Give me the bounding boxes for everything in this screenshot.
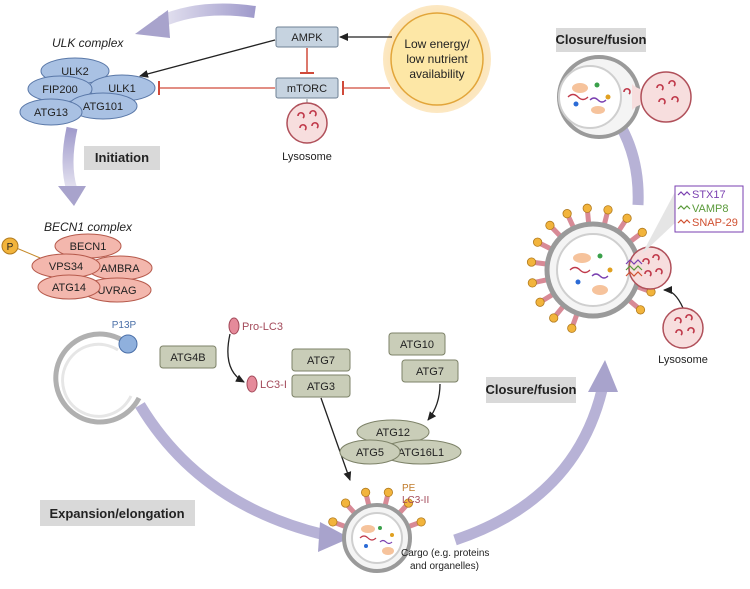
autophagosome-pe-head: [361, 488, 369, 496]
stx17-label: STX17: [692, 189, 726, 201]
vps34-label: VPS34: [49, 261, 83, 273]
lysosome-top-label: Lysosome: [282, 151, 332, 163]
lysosome-top: [287, 103, 327, 143]
fusion-pe-head: [583, 204, 591, 212]
atg12-label: ATG12: [376, 427, 410, 439]
ulk-complex: ULK complex ULK2 ULK1 FIP200 ATG101 ATG1…: [20, 36, 155, 125]
phospho-label: P: [7, 242, 14, 253]
cycle-arrow-closure-head: [588, 360, 618, 392]
fusion-pe-head: [636, 306, 644, 314]
atg5-label: ATG5: [356, 447, 384, 459]
becn1-label: BECN1: [70, 241, 107, 253]
pro-lc3-shape: [229, 318, 239, 334]
atg16l1-label: ATG16L1: [398, 447, 444, 459]
fusion-pe-head: [550, 314, 558, 322]
fusion-autophagosome-inner: [557, 234, 629, 306]
lc3-i-shape: [247, 376, 257, 392]
stimulus-line2: low nutrient: [406, 52, 468, 66]
lysosome-right-label: Lysosome: [658, 354, 708, 366]
fusion-pe-head: [546, 221, 554, 229]
pe-label: PE: [402, 483, 416, 494]
expansion-label: Expansion/elongation: [49, 506, 184, 521]
cargo-line1: Cargo (e.g. proteins: [401, 548, 489, 559]
atg3-to-lc3-ii-arrow: [321, 398, 350, 480]
pro-lc3-to-lc3-i-arrow: [228, 334, 244, 382]
atg13-label: ATG13: [34, 107, 68, 119]
cargo-line2: and organelles): [410, 561, 479, 572]
snare-callout-pointer: [642, 190, 676, 254]
lc3-ii-label: LC3-II: [402, 495, 429, 506]
closure-top-label: Closure/fusion: [555, 32, 646, 47]
ampk-label: AMPK: [291, 32, 323, 44]
atg4b-label: ATG4B: [170, 352, 205, 364]
signaling: AMPK mTORC Low energy/ low nutrient avai…: [140, 5, 491, 163]
mtorc-label: mTORC: [287, 83, 327, 95]
fusion-pe-head: [604, 206, 612, 214]
stimulus-line3: availability: [409, 67, 464, 81]
autolysosome: [559, 57, 691, 137]
autophagosome-pe-head: [384, 488, 392, 496]
ambra-label: AMBRA: [100, 263, 140, 275]
autolysosome-lysosome-part: [641, 72, 691, 122]
lysosome-right: [663, 308, 703, 348]
becn1-complex-title: BECN1 complex: [44, 220, 133, 234]
cycle-arrow-fusion: [620, 125, 638, 205]
closure-mid-label: Closure/fusion: [485, 382, 576, 397]
lc3-conjugation: Pro-LC3 ATG4B LC3-I ATG7 ATG3: [160, 318, 350, 480]
pro-lc3-label: Pro-LC3: [242, 321, 283, 333]
p13p-label: P13P: [112, 320, 137, 331]
cycle-arrow-top-head: [135, 10, 170, 38]
autophagosome-pe-head: [341, 499, 349, 507]
atg12-conjugation: ATG10 ATG7 ATG12 ATG16L1 ATG5: [340, 333, 461, 464]
autophagosome: PE LC3-II Cargo (e.g. proteins and organ…: [329, 483, 490, 572]
initiation-label: Initiation: [95, 150, 149, 165]
autophagosome-inner: [352, 513, 402, 563]
cycle-arrow-closure: [455, 390, 602, 540]
fip200-label: FIP200: [42, 84, 77, 96]
cycle-arrow-top: [160, 10, 255, 22]
fusion-pe-head: [536, 298, 544, 306]
lysosome-to-fusion-arrow: [664, 290, 683, 308]
snap29-label: SNAP-29: [692, 217, 738, 229]
fusion-pe-head: [533, 238, 541, 246]
cycle-arrow-initiation: [68, 128, 72, 190]
atg7-b-label: ATG7: [416, 366, 444, 378]
stimulus-line1: Low energy/: [404, 37, 470, 51]
atg3-label: ATG3: [307, 381, 335, 393]
atg10-label: ATG10: [400, 339, 434, 351]
fusion-pe-head: [568, 324, 576, 332]
vamp8-label: VAMP8: [692, 203, 728, 215]
fusion-pe-head: [527, 258, 535, 266]
phagophore-membrane-inner: [63, 344, 131, 416]
phagophore: P13P: [56, 320, 139, 422]
fusion-pe-head: [623, 214, 631, 222]
ulk-complex-title: ULK complex: [52, 36, 124, 50]
p13p-circle: [119, 335, 137, 353]
ampk-ulk-arrow: [140, 40, 275, 76]
atg7-to-atg12-arrow: [428, 384, 440, 420]
atg101-label: ATG101: [83, 101, 123, 113]
lc3-i-label: LC3-I: [260, 379, 287, 391]
fusion-pe-head: [638, 228, 646, 236]
cycle-arrow-initiation-head: [58, 186, 86, 206]
atg14-label: ATG14: [52, 282, 86, 294]
becn1-complex: BECN1 complex P BECN1 AMBRA VPS34 UVRAG …: [2, 220, 152, 302]
fusion-pe-head: [563, 209, 571, 217]
uvrag-label: UVRAG: [97, 285, 136, 297]
autophagosome-pe-head: [329, 518, 337, 526]
atg7-a-label: ATG7: [307, 355, 335, 367]
autophagosome-pe-head: [417, 518, 425, 526]
fusion-complex: STX17 VAMP8 SNAP-29 Lysosome: [527, 186, 743, 366]
fusion-pe-head: [528, 279, 536, 287]
